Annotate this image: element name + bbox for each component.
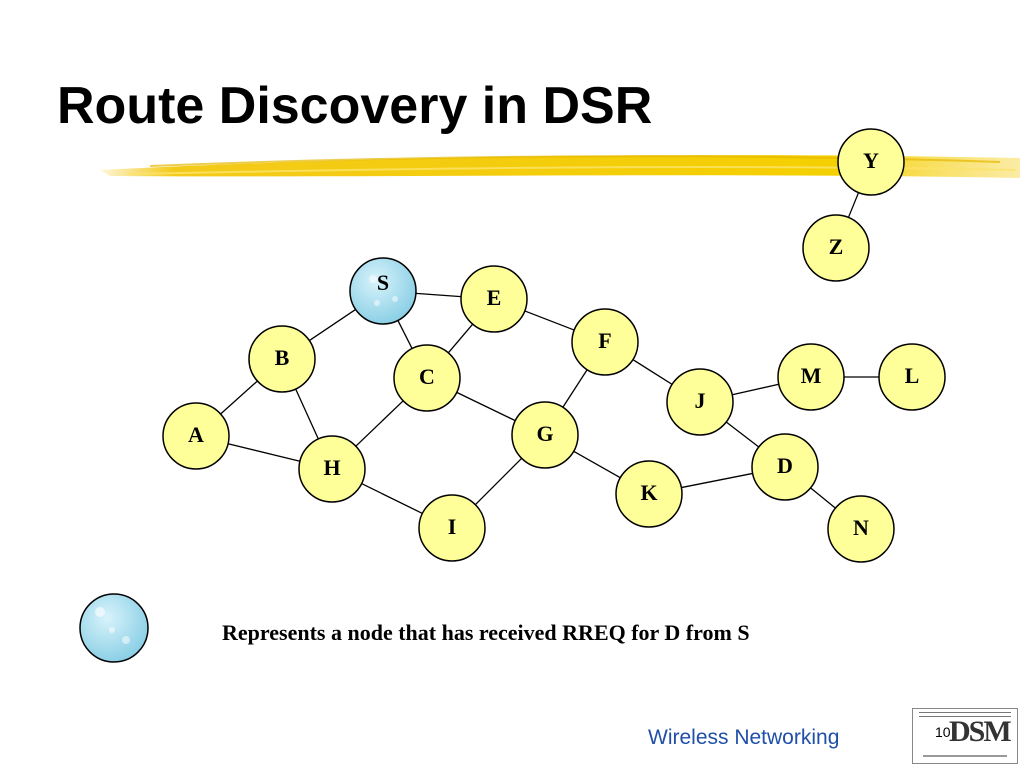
edge-k-d xyxy=(681,472,753,489)
node-f: F xyxy=(571,308,639,376)
node-label: F xyxy=(598,328,611,353)
edge-e-c xyxy=(447,323,474,354)
node-circle xyxy=(162,402,230,470)
node-circle xyxy=(248,325,316,393)
node-circle xyxy=(571,308,639,376)
node-label: J xyxy=(695,388,706,413)
university-logo: DSM xyxy=(912,708,1018,764)
node-g: G xyxy=(511,401,579,469)
node-circle xyxy=(777,343,845,411)
legend-bubble xyxy=(79,593,149,663)
edge-j-m xyxy=(732,383,779,396)
node-circle xyxy=(349,257,417,325)
node-s: S xyxy=(349,257,417,325)
edge-b-h xyxy=(295,388,319,440)
node-d: D xyxy=(751,433,819,501)
dsm-logo-mark: DSM xyxy=(949,715,1012,748)
node-circle xyxy=(802,214,870,282)
edge-s-e xyxy=(415,292,462,298)
edge-c-g xyxy=(456,391,516,422)
edge-j-d xyxy=(725,421,760,448)
footer-title: Wireless Networking xyxy=(648,726,840,749)
node-k: K xyxy=(615,460,683,528)
node-label: C xyxy=(419,364,435,389)
edge-c-h xyxy=(355,400,404,447)
edge-f-g xyxy=(562,369,588,408)
slide-title: Route Discovery in DSR xyxy=(57,77,653,135)
node-label: A xyxy=(188,422,204,447)
edges-layer xyxy=(220,192,879,515)
edge-s-c xyxy=(397,320,413,349)
edge-a-h xyxy=(227,443,301,462)
node-label: S xyxy=(377,270,389,295)
node-label: L xyxy=(905,363,920,388)
node-label: I xyxy=(448,514,457,539)
nodes-layer: S E F B C M L J A G H D K I N Y Z xyxy=(162,128,946,563)
node-label: G xyxy=(536,421,553,446)
node-c: C xyxy=(393,344,461,412)
edge-y-z xyxy=(847,192,860,218)
edge-f-j xyxy=(632,359,673,385)
node-label: N xyxy=(853,515,869,540)
slide-number: 10 xyxy=(935,724,951,740)
node-label: B xyxy=(275,345,290,370)
node-circle xyxy=(615,460,683,528)
node-j: J xyxy=(666,368,734,436)
node-label: K xyxy=(640,480,657,505)
node-i: I xyxy=(418,494,486,562)
node-label: E xyxy=(487,285,502,310)
node-l: L xyxy=(878,343,946,411)
node-circle xyxy=(827,495,895,563)
node-label: Y xyxy=(863,148,879,173)
node-label: D xyxy=(777,453,793,478)
node-circle xyxy=(666,368,734,436)
node-e: E xyxy=(460,265,528,333)
node-circle xyxy=(298,435,366,503)
node-y: Y xyxy=(837,128,905,196)
node-circle xyxy=(878,343,946,411)
node-label: H xyxy=(323,455,340,480)
edge-d-n xyxy=(810,487,836,509)
node-circle xyxy=(751,433,819,501)
node-circle xyxy=(837,128,905,196)
node-n: N xyxy=(827,495,895,563)
edge-h-i xyxy=(361,482,423,515)
edge-b-a xyxy=(220,380,258,415)
node-z: Z xyxy=(802,214,870,282)
edge-e-f xyxy=(524,310,575,331)
node-label: Z xyxy=(829,234,844,259)
node-m: M xyxy=(777,343,845,411)
node-circle xyxy=(460,265,528,333)
edge-g-i xyxy=(474,457,523,506)
node-circle xyxy=(511,401,579,469)
node-circle xyxy=(393,344,461,412)
node-b: B xyxy=(248,325,316,393)
edge-g-k xyxy=(573,450,621,479)
node-h: H xyxy=(298,435,366,503)
legend-text: Represents a node that has received RREQ… xyxy=(222,620,750,645)
node-circle xyxy=(418,494,486,562)
node-a: A xyxy=(162,402,230,470)
edge-s-b xyxy=(309,308,356,342)
node-label: M xyxy=(801,363,822,388)
